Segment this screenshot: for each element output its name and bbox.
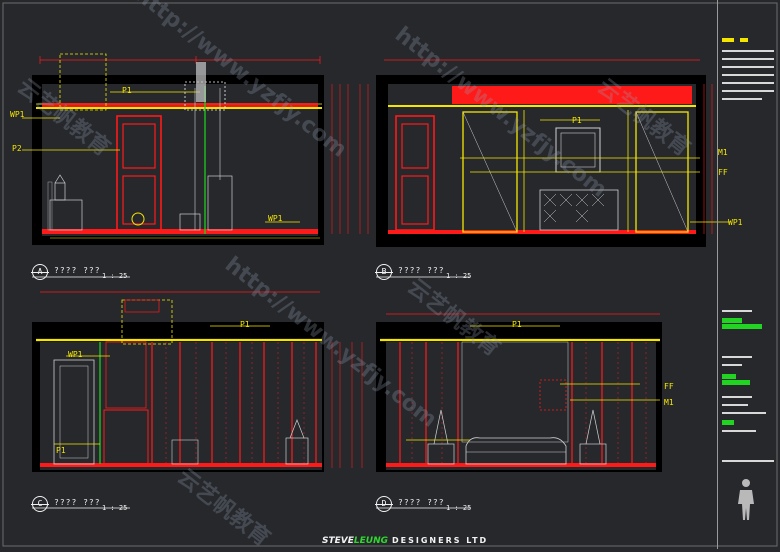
tag-wp1-c: WP1	[68, 350, 83, 359]
tb-line	[722, 396, 752, 398]
view-marker-c: C	[31, 496, 49, 512]
tb-line	[722, 98, 762, 100]
tb-line	[722, 66, 774, 68]
tag-ff-b: FF	[718, 168, 728, 177]
tag-p2-a: P2	[12, 144, 22, 153]
tag-p1-c2: P1	[56, 446, 66, 455]
tb-line	[722, 356, 752, 358]
view-scale-a: 1 : 25	[102, 272, 128, 280]
tb-green-bar	[722, 374, 736, 379]
tag-m1-d: M1	[664, 398, 674, 407]
view-title-d: ???? ???	[398, 498, 445, 507]
brand-suffix-text: DESIGNERS LTD	[392, 536, 489, 545]
tb-green-bar	[722, 380, 750, 385]
person-figure-icon	[738, 479, 754, 520]
tb-line	[722, 50, 774, 52]
tb-mark	[722, 38, 734, 42]
tb-mark	[740, 38, 748, 42]
tb-line	[722, 310, 752, 312]
tb-line	[722, 430, 756, 432]
tag-p1-b: P1	[572, 116, 582, 125]
tb-line	[722, 412, 766, 414]
view-title-a: ???? ???	[54, 266, 101, 275]
view-marker-b: B	[375, 264, 393, 280]
view-scale-d: 1 : 25	[446, 504, 472, 512]
tb-line	[722, 404, 748, 406]
tb-green-bar	[722, 318, 742, 323]
brand-white-text: STEVE	[322, 536, 354, 546]
view-scale-c: 1 : 25	[102, 504, 128, 512]
tag-p1-a: P1	[122, 86, 132, 95]
tb-line	[722, 74, 774, 76]
tb-line	[722, 58, 774, 60]
view-marker-d: D	[375, 496, 393, 512]
elevation-a	[22, 53, 349, 245]
tag-wp1-a: WP1	[10, 110, 25, 119]
view-title-b: ???? ???	[398, 266, 445, 275]
elevation-c	[32, 291, 341, 472]
tb-green-bar	[722, 420, 734, 425]
elevation-b	[359, 59, 730, 247]
brand-green-text: LEUNG	[353, 536, 389, 546]
tb-line	[722, 82, 774, 84]
elevation-d	[351, 313, 662, 472]
tag-p1-d: P1	[512, 320, 522, 329]
tag-m1-b: M1	[718, 148, 728, 157]
view-scale-b: 1 : 25	[446, 272, 472, 280]
tag-wp1-b: WP1	[728, 218, 743, 227]
tb-line	[722, 90, 774, 92]
title-block	[717, 0, 780, 549]
tb-green-bar	[722, 324, 762, 329]
tag-ff-d: FF	[664, 382, 674, 391]
view-marker-a: A	[31, 264, 49, 280]
view-title-c: ???? ???	[54, 498, 101, 507]
tb-line	[722, 460, 774, 462]
tag-wp1-a2: WP1	[268, 214, 283, 223]
tb-line	[722, 364, 742, 366]
tag-p1-c: P1	[240, 320, 250, 329]
